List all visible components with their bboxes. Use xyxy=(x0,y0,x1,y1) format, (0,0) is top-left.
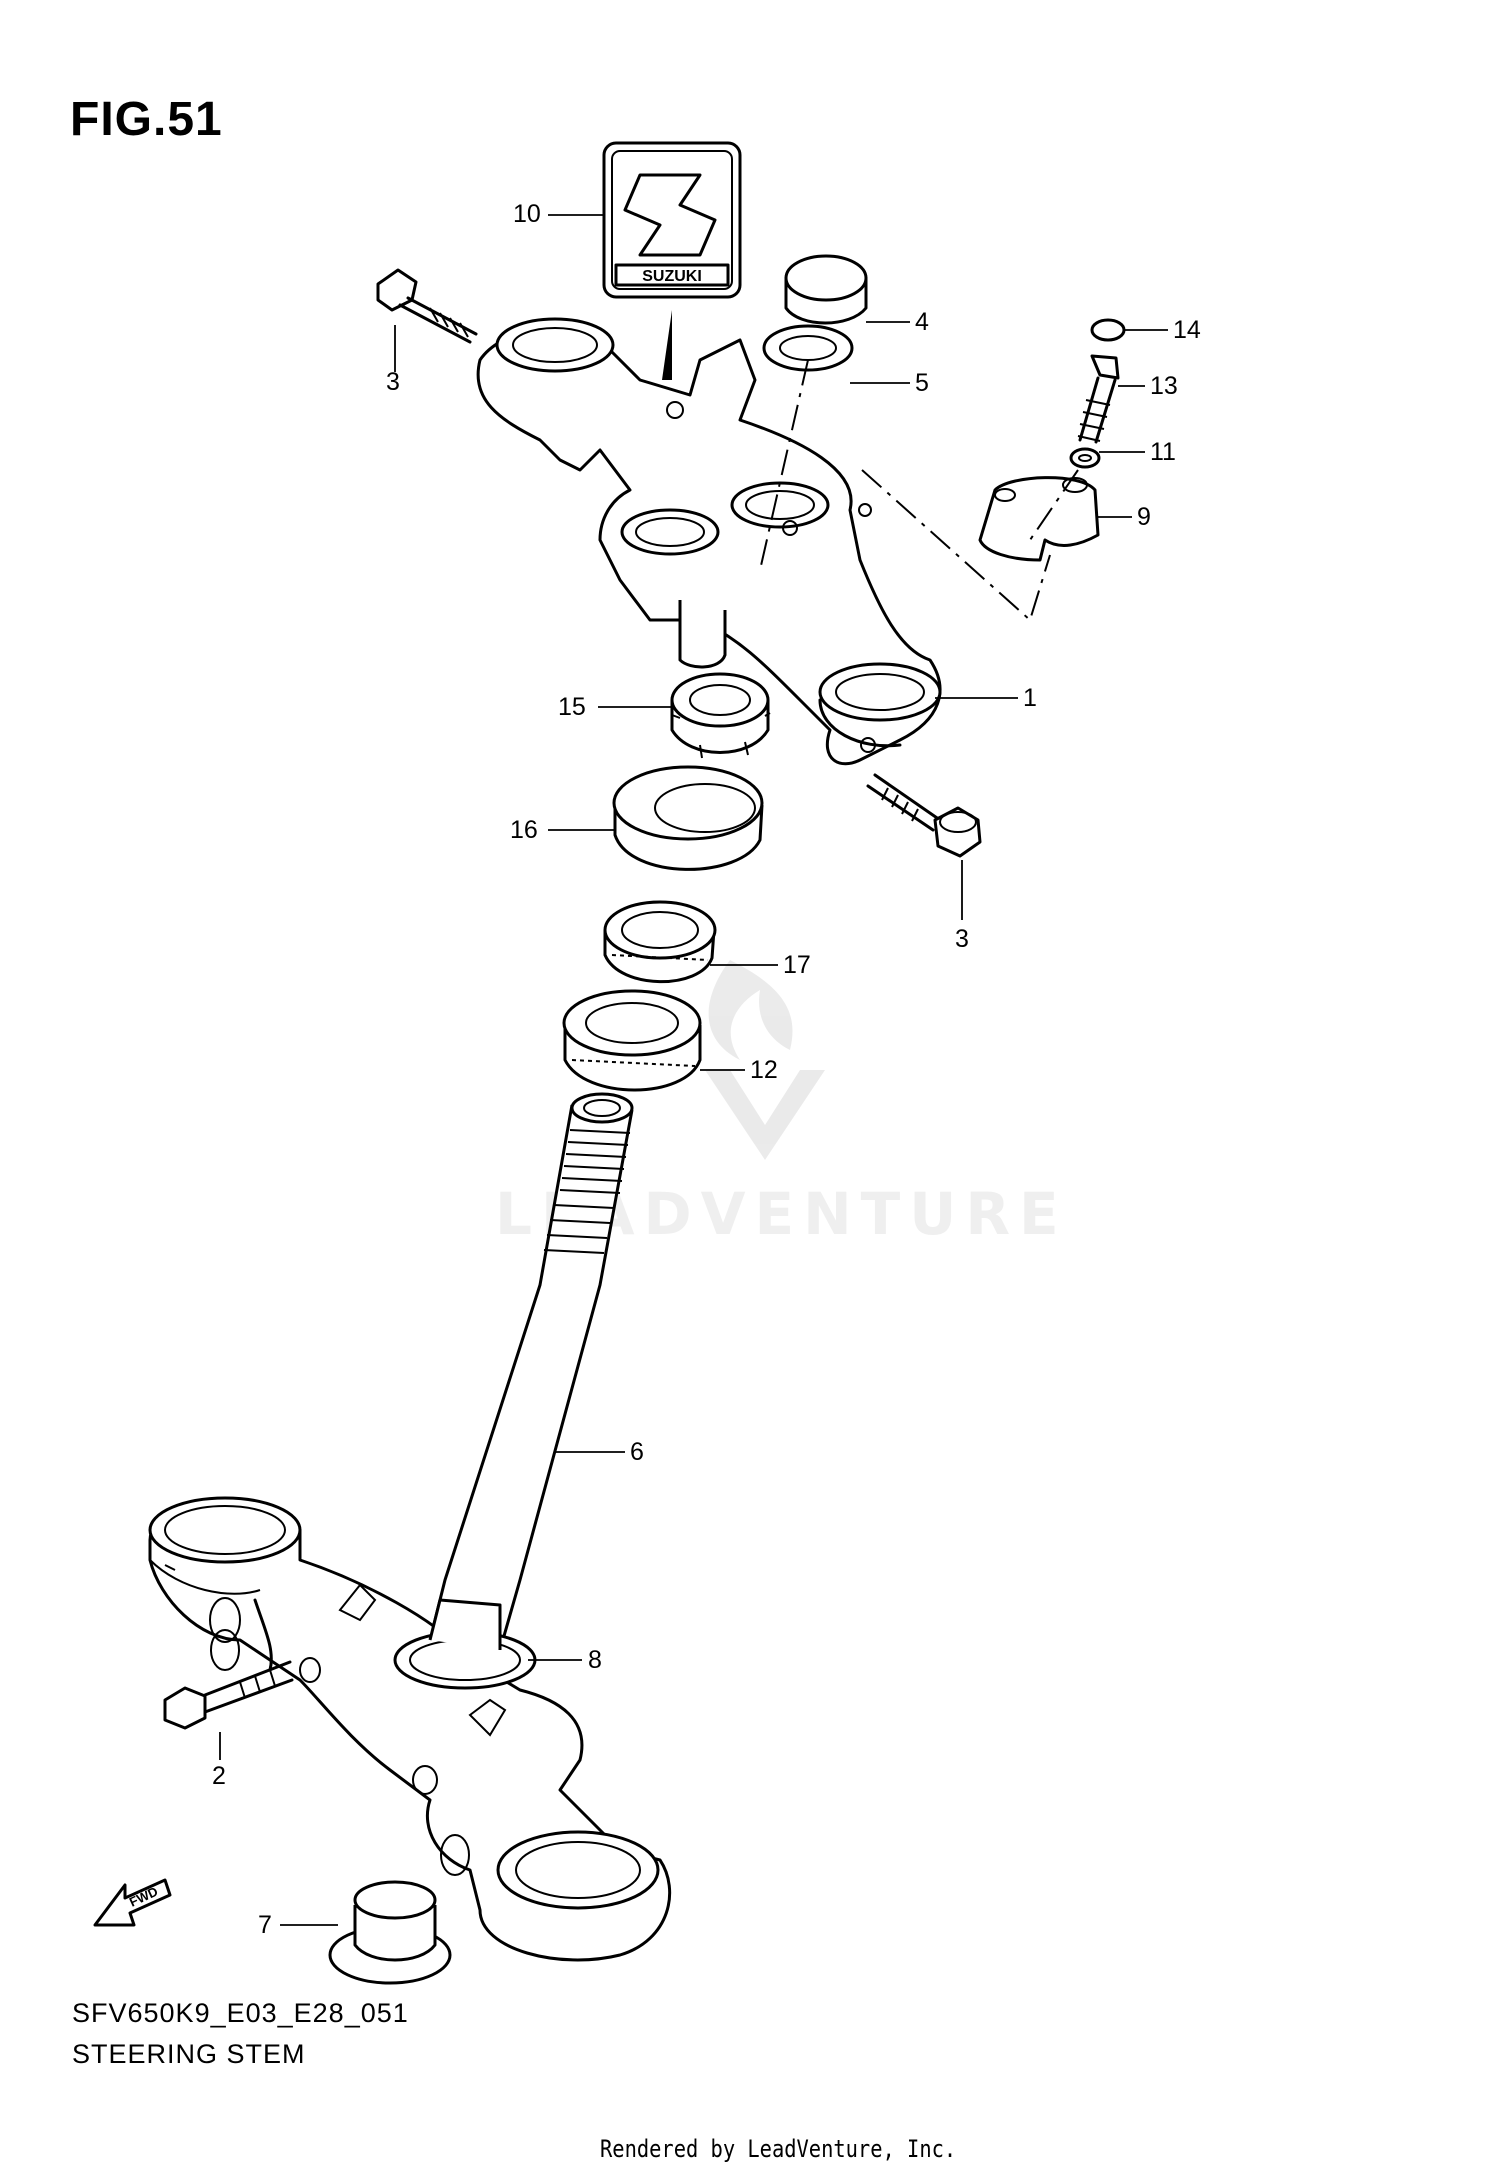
stem-nut-part-15[interactable] xyxy=(670,672,771,759)
callout-3-lower: 3 xyxy=(955,925,969,953)
washer-part-11[interactable] xyxy=(1069,447,1101,469)
dust-seal-part-16[interactable] xyxy=(612,765,764,871)
emblem-text: SUZUKI xyxy=(642,268,702,285)
callout-16: 16 xyxy=(510,816,538,844)
model-code: SFV650K9_E03_E28_051 xyxy=(72,1998,409,2028)
watermark-logo xyxy=(705,960,825,1160)
callout-12: 12 xyxy=(750,1056,778,1084)
callout-9: 9 xyxy=(1137,503,1151,531)
callout-1: 1 xyxy=(1023,684,1037,712)
credit-line: Rendered by LeadVenture, Inc. xyxy=(600,2135,957,2163)
callout-6: 6 xyxy=(630,1438,644,1466)
callout-2: 2 xyxy=(212,1762,226,1790)
upper-bracket-part-1[interactable] xyxy=(476,317,942,766)
callout-17: 17 xyxy=(783,951,811,979)
seal-part-8[interactable] xyxy=(393,1598,537,1690)
bolt-part-3-lower[interactable] xyxy=(866,773,982,858)
centerline-bolt xyxy=(1029,469,1079,541)
bearing-part-17[interactable] xyxy=(603,900,717,984)
bolt-part-3-upper[interactable] xyxy=(376,268,478,344)
cap-part-14[interactable] xyxy=(1090,318,1126,342)
holder-part-9[interactable] xyxy=(978,476,1100,562)
steering-stem-part-6[interactable] xyxy=(428,1092,634,1652)
emblem-part-10[interactable] xyxy=(602,141,742,380)
forward-arrow xyxy=(93,1878,172,1927)
callout-15: 15 xyxy=(558,693,586,721)
lower-bracket[interactable] xyxy=(148,1496,672,1962)
centerline-stem xyxy=(759,359,809,571)
callout-7: 7 xyxy=(258,1911,272,1939)
bolt-part-13[interactable] xyxy=(1077,354,1120,444)
leader-lines xyxy=(219,214,1168,1926)
section-name: STEERING STEM xyxy=(72,2039,306,2069)
callout-3-upper: 3 xyxy=(386,368,400,396)
callout-14: 14 xyxy=(1173,316,1201,344)
callout-8: 8 xyxy=(588,1646,602,1674)
callout-13: 13 xyxy=(1150,372,1178,400)
callout-5: 5 xyxy=(915,369,929,397)
callout-4: 4 xyxy=(915,308,929,336)
bearing-part-12[interactable] xyxy=(562,989,702,1092)
callout-11: 11 xyxy=(1150,438,1176,466)
callout-10: 10 xyxy=(513,200,541,228)
cap-part-7[interactable] xyxy=(328,1880,452,1985)
cap-nut-part-4[interactable] xyxy=(784,254,868,325)
figure-title: FIG.51 xyxy=(70,93,223,146)
bolt-part-2[interactable] xyxy=(163,1660,294,1730)
